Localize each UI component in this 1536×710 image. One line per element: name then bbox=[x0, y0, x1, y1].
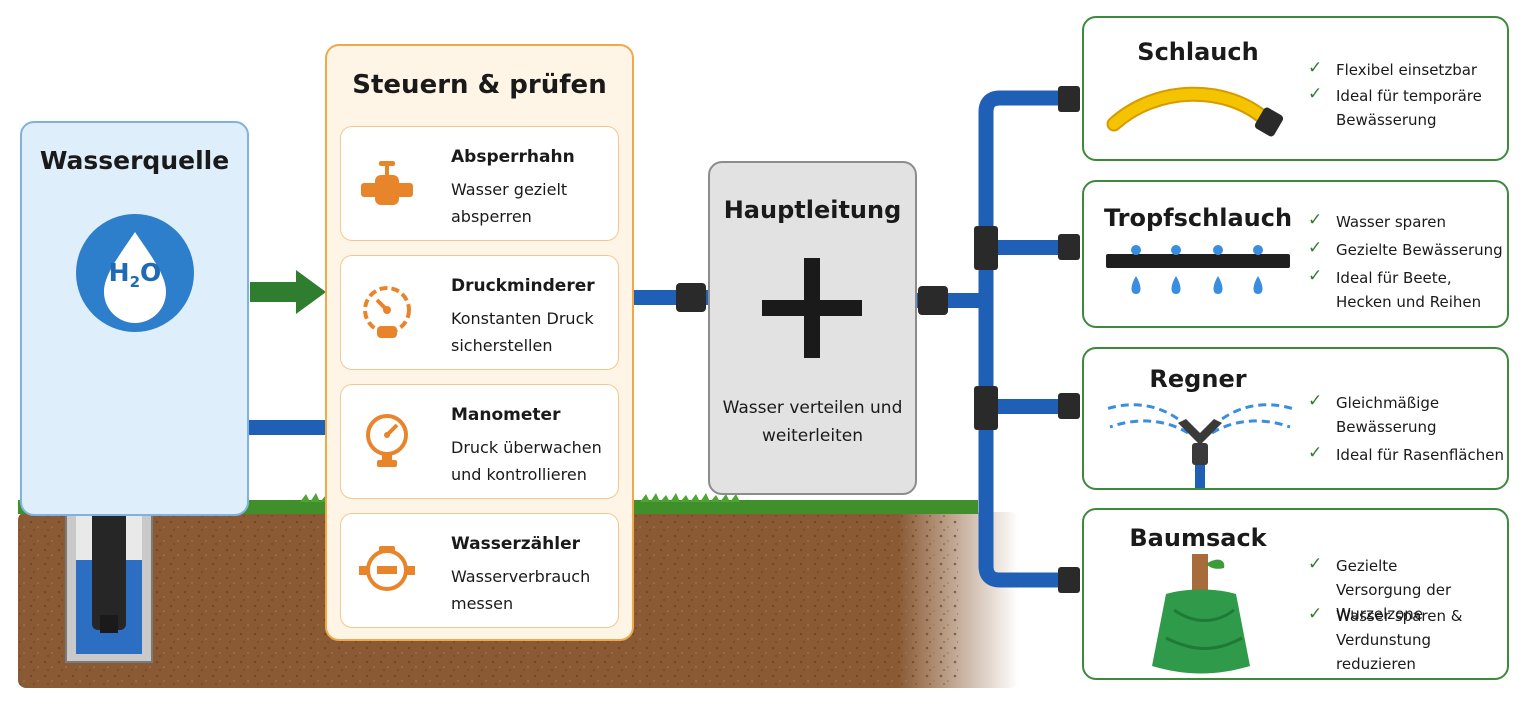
outlet-card-schlauch: Schlauch ✓ Flexibel einsetzbar ✓ Ideal f… bbox=[1082, 16, 1509, 161]
outlet-card-tropfschlauch: Tropfschlauch ✓ Wasser sparen ✓ Gezielte… bbox=[1082, 180, 1509, 328]
check-icon: ✓ bbox=[1308, 604, 1323, 624]
check-icon: ✓ bbox=[1308, 58, 1323, 78]
outlet-feature-text: Ideal für temporäre Bewässerung bbox=[1336, 87, 1482, 129]
flow-arrow bbox=[250, 270, 326, 314]
control-item-desc: Druck überwachen und kontrollieren bbox=[451, 438, 602, 484]
outlet-feature: ✓ bbox=[1308, 389, 1488, 413]
outlet-feature-text: Gleichmäßige Bewässerung bbox=[1336, 394, 1440, 436]
outlet-feature-text: Wasser sparen bbox=[1336, 213, 1446, 231]
control-item-desc: Konstanten Druck sicherstellen bbox=[451, 309, 594, 355]
outlet-feature-text: Gezielte Bewässerung bbox=[1336, 241, 1503, 259]
check-icon: ✓ bbox=[1308, 391, 1323, 411]
outlet-feature-text: Ideal für Rasenflächen bbox=[1336, 446, 1504, 464]
control-item-title: Wasserzähler bbox=[451, 534, 580, 554]
water-meter-icon bbox=[359, 546, 415, 591]
h2o-label: H2O bbox=[108, 258, 162, 291]
outlet-card-baumsack: Baumsack ✓ Gezielte Versorgung der Wurze… bbox=[1082, 508, 1509, 680]
control-card-druckminderer: Druckminderer Konstanten Druck sicherste… bbox=[340, 255, 619, 370]
outlet-card-regner: Regner ✓ Gleichmäßige Bewässerung ✓ Idea… bbox=[1082, 347, 1509, 490]
outlet-title: Baumsack bbox=[1129, 524, 1267, 552]
valve-icon bbox=[361, 161, 413, 205]
tree-bag-icon bbox=[1152, 554, 1250, 674]
outlet-title: Regner bbox=[1149, 365, 1247, 393]
control-card-wasserzaehler: Wasserzähler Wasserverbrauch messen bbox=[340, 513, 619, 628]
outlet-feature-text: Gezielte Versorgung der Wurzelzone bbox=[1336, 557, 1452, 623]
control-card-manometer: Manometer Druck überwachen und kontrolli… bbox=[340, 384, 619, 499]
check-icon: ✓ bbox=[1308, 238, 1323, 258]
outlet-feature: ✓ bbox=[1308, 602, 1488, 626]
garden-hose-icon bbox=[1106, 86, 1284, 137]
distribution-pipe bbox=[978, 90, 1062, 588]
pressure-reducer-icon bbox=[363, 286, 411, 338]
control-item-desc: Wasserverbrauch messen bbox=[451, 567, 591, 613]
main-line-title: Hauptleitung bbox=[723, 196, 902, 224]
drip-hose-icon bbox=[1106, 245, 1290, 294]
control-item-title: Druckminderer bbox=[451, 276, 595, 296]
main-line-desc: Wasser verteilen und weiterleiten bbox=[722, 398, 903, 446]
manometer-icon bbox=[366, 414, 408, 467]
outlet-feature: ✓ bbox=[1308, 82, 1488, 106]
outlet-feature: ✓ bbox=[1308, 208, 1488, 232]
water-drop-icon bbox=[104, 232, 166, 323]
check-icon: ✓ bbox=[1308, 266, 1323, 286]
outlet-feature: ✓ bbox=[1308, 264, 1488, 288]
control-item-desc: Wasser gezielt absperren bbox=[451, 180, 568, 226]
control-item-title: Manometer bbox=[451, 405, 561, 425]
control-item-title: Absperrhahn bbox=[451, 147, 575, 167]
source-title: Wasserquelle bbox=[39, 146, 230, 175]
outlet-feature: ✓ bbox=[1308, 441, 1488, 465]
outlet-feature: ✓ bbox=[1308, 236, 1488, 260]
outlet-title: Schlauch bbox=[1137, 38, 1259, 66]
check-icon: ✓ bbox=[1308, 84, 1323, 104]
outlet-feature-text: Flexibel einsetzbar bbox=[1336, 61, 1478, 79]
outlet-feature: ✓ bbox=[1308, 56, 1488, 80]
plus-icon bbox=[762, 258, 862, 358]
control-title: Steuern & prüfen bbox=[352, 70, 607, 100]
control-card-absperrhahn: Absperrhahn Wasser gezielt absperren bbox=[340, 126, 619, 241]
outlet-title: Tropfschlauch bbox=[1103, 204, 1293, 232]
check-icon: ✓ bbox=[1308, 554, 1323, 574]
outlet-feature-text: Wasser sparen & Verdunstung reduzieren bbox=[1336, 607, 1463, 673]
outlet-feature-text: Ideal für Beete, Hecken und Reihen bbox=[1336, 269, 1482, 311]
check-icon: ✓ bbox=[1308, 210, 1323, 230]
sprinkler-icon bbox=[1105, 403, 1295, 488]
check-icon: ✓ bbox=[1308, 443, 1323, 463]
water-drop-badge bbox=[76, 214, 194, 332]
outlet-feature: ✓ bbox=[1308, 552, 1488, 576]
